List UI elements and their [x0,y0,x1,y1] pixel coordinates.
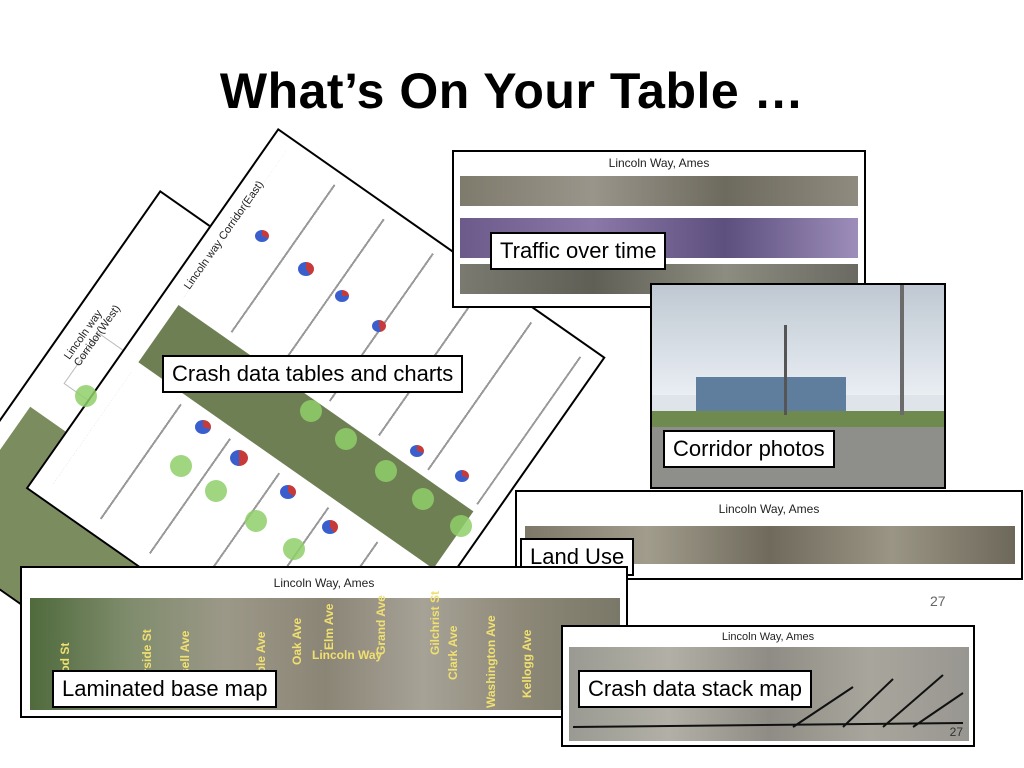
stack-map-label: Crash data stack map [578,670,812,708]
page-number: 27 [930,593,946,609]
street-label: Washington Ave [484,615,498,708]
photos-label: Corridor photos [663,430,835,468]
base-map-label: Laminated base map [52,670,278,708]
road-label: Lincoln Way [312,648,383,662]
crash-circle [283,538,305,560]
pie-chart [322,520,338,534]
sky [652,285,944,395]
slide-title: What’s On Your Table … [219,63,805,119]
crash-circle [300,400,322,422]
crash-circle [412,488,434,510]
pie-chart [195,420,211,434]
utility-pole [900,285,904,415]
crash-circle [335,428,357,450]
pie-chart [230,450,248,466]
pie-chart [410,445,424,457]
street-label: Clark Ave [446,625,460,680]
pie-chart [335,290,349,302]
pie-chart [455,470,469,482]
traffic-label: Traffic over time [490,232,667,270]
corridor-photo [650,283,946,489]
traffic-map-title: Lincoln Way, Ames [608,156,710,170]
aerial-strip [460,176,858,206]
crash-stack-lines [572,674,964,728]
building [696,377,846,411]
land-use-map-title: Lincoln Way, Ames [718,502,820,516]
stack-map-title: Lincoln Way, Ames [721,631,815,643]
street-label: Kellogg Ave [520,629,534,698]
base-map-title: Lincoln Way, Ames [273,576,375,590]
crash-circle [245,510,267,532]
pie-chart [298,262,314,276]
crash-tables-label: Crash data tables and charts [162,355,464,393]
crash-circle [205,480,227,502]
grass [652,411,944,427]
crash-circle [170,455,192,477]
crash-circle [450,515,472,537]
land-use-label: Land Use [520,538,635,576]
street-label: Gilchrist St [428,590,442,655]
pie-chart [372,320,386,332]
crash-circle [75,385,97,407]
street-label: sell Ave [178,630,192,675]
light-pole [784,325,787,415]
pie-chart [280,485,296,499]
land-use-sheet: Lincoln Way, Ames [515,490,1023,580]
street-label: Elm Ave [322,603,336,650]
crash-circle [375,460,397,482]
pie-chart [255,230,269,242]
street-label: Grand Ave [374,595,388,655]
stack-map-corner-number: 27 [949,725,963,739]
street-label: Oak Ave [290,617,304,665]
